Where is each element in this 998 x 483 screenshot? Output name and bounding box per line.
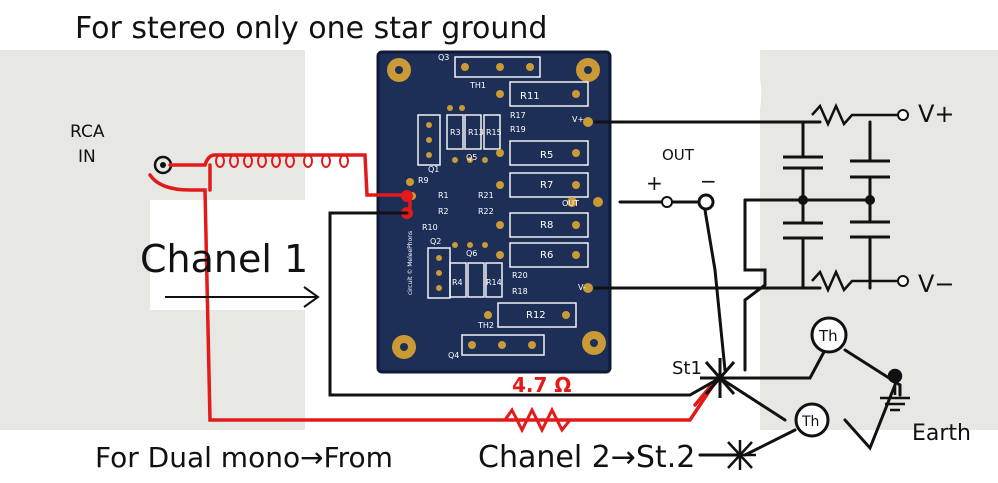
channel2-note: Chanel 2→St.2	[478, 440, 695, 475]
channel1-arrow	[165, 286, 320, 308]
black-wiring	[328, 120, 902, 457]
whiteout-left	[150, 200, 400, 310]
rca-label: RCA	[70, 122, 105, 142]
thermistor1-label: Th	[818, 327, 838, 345]
earth-label: Earth	[912, 421, 971, 446]
silkscreen-outlines	[417, 56, 589, 356]
ref-r2: R2	[438, 207, 449, 216]
bottom-strip	[0, 430, 998, 483]
ref-r13: R13	[468, 128, 484, 137]
pcb-credit: circuit © MeleePhons	[407, 231, 414, 295]
earth-symbol	[880, 368, 910, 412]
thermistor2-label: Th	[801, 414, 819, 430]
ref-r21: R21	[478, 191, 494, 200]
ref-q4: Q4	[448, 351, 459, 360]
ref-th2: TH2	[477, 321, 494, 330]
ref-r18: R18	[512, 287, 528, 296]
out-minus-label: −	[700, 169, 717, 193]
pcb-substrate	[378, 52, 610, 372]
ref-r8: R8	[540, 220, 553, 231]
ref-r11: R11	[520, 91, 540, 102]
thermistor-1	[810, 316, 848, 354]
ground-return-wire-red	[148, 173, 722, 422]
ref-r5: R5	[540, 150, 553, 161]
star-ground-1	[700, 358, 740, 398]
pcb-board: Q3 TH1 R11 R17 R19 V+ R3 R13 R15 R5 Q1 Q…	[376, 50, 612, 374]
ref-q2: Q2	[430, 237, 441, 246]
star1-label: St1	[672, 358, 702, 379]
vplus-resistor	[811, 102, 870, 128]
ref-r3: R3	[450, 128, 461, 137]
out-plus-label: +	[646, 171, 663, 195]
ref-r7: R7	[540, 180, 553, 191]
out-plus-terminal	[661, 196, 673, 208]
ref-r19: R19	[510, 125, 526, 134]
component-pads	[406, 63, 603, 349]
ref-r9: R9	[418, 176, 429, 185]
pcb-ref-labels: Q3 TH1 R11 R17 R19 V+ R3 R13 R15 R5 Q1 Q…	[407, 53, 586, 360]
diagram-title: For stereo only one star ground	[75, 11, 547, 46]
vminus-resistor	[811, 268, 870, 294]
ref-r6: R6	[540, 250, 553, 261]
in-label: IN	[78, 147, 96, 167]
input-pad-dot	[401, 190, 413, 202]
ref-r12: R12	[526, 310, 546, 321]
dual-mono-note: For Dual mono→From	[95, 441, 393, 474]
ref-r10: R10	[422, 223, 438, 232]
signal-wire-red	[168, 153, 412, 197]
ref-q3: Q3	[438, 53, 449, 62]
ref-r20: R20	[512, 271, 528, 280]
ref-q5: Q5	[466, 153, 477, 162]
vplus-terminal	[897, 109, 909, 121]
out-minus-terminal	[697, 193, 715, 211]
ref-vplus: V+	[572, 115, 584, 124]
channel1-label: Chanel 1	[140, 237, 308, 281]
thermistor-2	[794, 402, 830, 438]
ref-r17: R17	[510, 111, 526, 120]
ref-out: OUT	[562, 199, 579, 208]
vminus-label: V−	[918, 270, 955, 298]
ref-r1: R1	[438, 191, 449, 200]
shield-braid-marks	[215, 154, 349, 168]
capacitors	[783, 155, 890, 240]
ref-r22: R22	[478, 207, 494, 216]
vminus-terminal	[897, 275, 909, 287]
ref-vminus: V-	[578, 283, 586, 292]
ref-r4: R4	[452, 278, 463, 287]
resistor-value-label: 4.7 Ω	[512, 373, 571, 397]
ref-q1: Q1	[428, 165, 439, 174]
cap-ground-wire	[743, 198, 767, 372]
input-ground-wire	[328, 211, 722, 397]
ref-q6: Q6	[466, 249, 477, 258]
ref-r14: R14	[486, 278, 502, 287]
star-ground-2	[724, 440, 756, 470]
resistor-4r7	[503, 406, 572, 434]
out-label: OUT	[662, 146, 695, 164]
ref-th1: TH1	[469, 81, 486, 90]
ref-r15: R15	[486, 128, 502, 137]
vplus-label: V+	[918, 100, 955, 128]
